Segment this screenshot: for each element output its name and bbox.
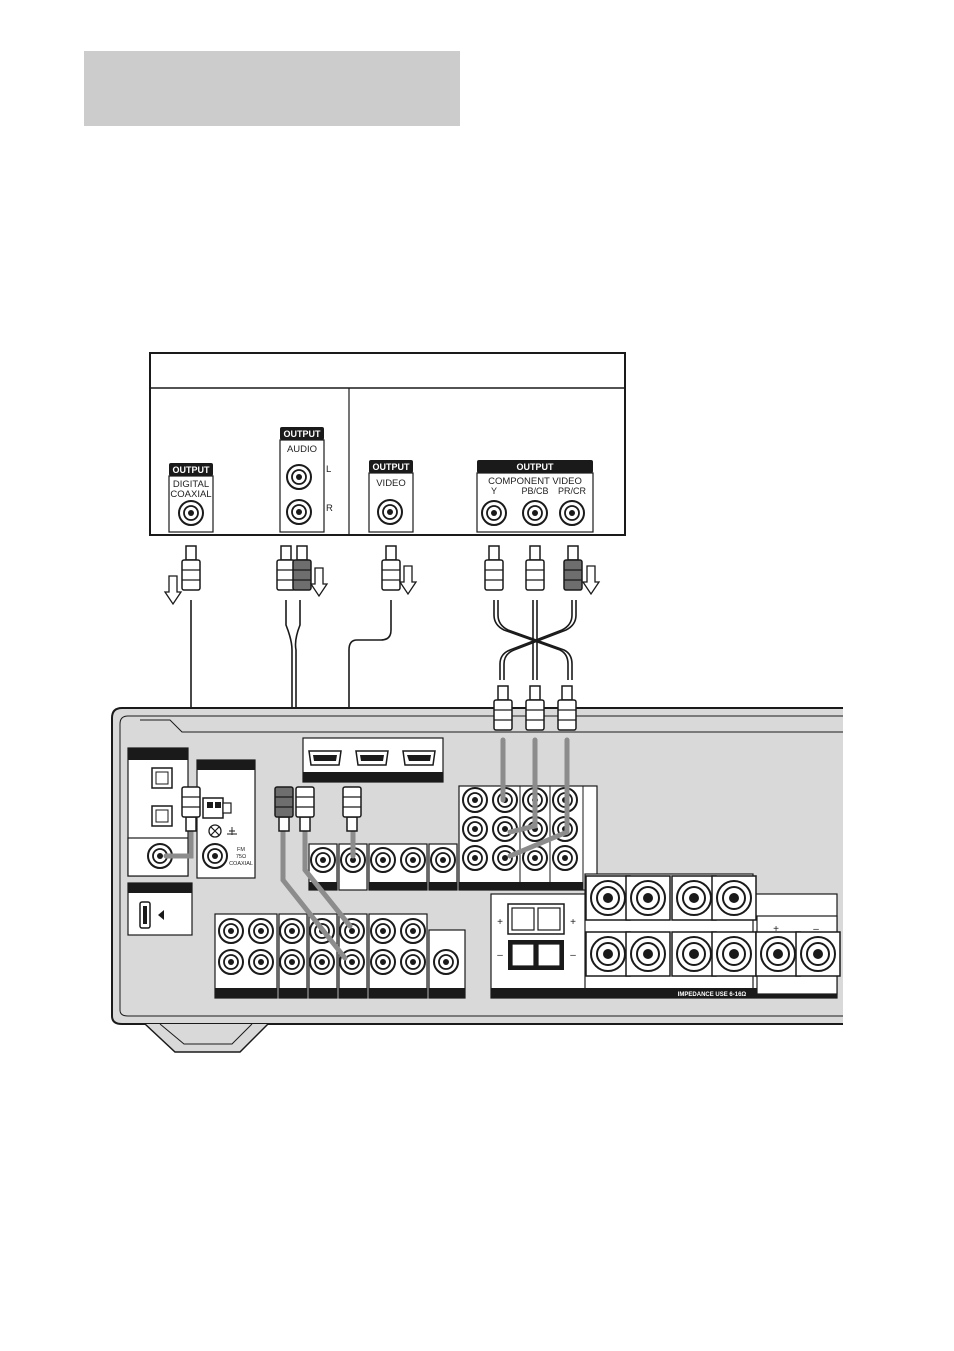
- impedance-label: IMPEDANCE USE 6-16Ω: [678, 992, 747, 998]
- plus-sign: +: [570, 917, 576, 928]
- component-y-label: Y: [491, 486, 497, 496]
- digital-plug-top: [182, 546, 200, 590]
- component-pb-jack: [523, 501, 547, 525]
- plus-sign: +: [497, 917, 503, 928]
- component-pr-label: PR/CR: [558, 486, 587, 496]
- signal-flow-arrow: [165, 576, 181, 604]
- usb-block: [128, 883, 192, 935]
- player-plugs: [165, 546, 599, 604]
- fm-antenna-jack: [203, 844, 227, 868]
- antenna-block: FM 75Ω COAXIAL: [197, 760, 255, 878]
- signal-flow-arrow: [311, 568, 327, 596]
- component-pr-jack: [560, 501, 584, 525]
- audio-output-tag: OUTPUT: [284, 429, 322, 439]
- audio-left-label: L: [326, 464, 331, 475]
- fm-label-line1: FM: [237, 847, 245, 853]
- video-plug-top: [382, 546, 400, 590]
- signal-flow-arrow: [583, 566, 599, 594]
- component-y-jack: [482, 501, 506, 525]
- video-label: VIDEO: [376, 478, 406, 489]
- audio-input-blocks: [215, 914, 465, 998]
- digital-coaxial-jack: [179, 501, 203, 525]
- digital-output-tag: OUTPUT: [173, 465, 211, 475]
- component-y-plug-top: [485, 546, 503, 590]
- hdmi-block: [303, 738, 443, 782]
- minus-sign: –: [813, 924, 819, 935]
- component-pb-plug-top: [526, 546, 544, 590]
- component-pr-plug-top: [564, 546, 582, 590]
- receiver-audio-left-jack: [340, 919, 364, 943]
- receiver-component-block: [459, 786, 597, 890]
- component-video-output: OUTPUT COMPONENT VIDEO Y PB/CB PR/CR: [477, 460, 593, 532]
- plus-sign: +: [773, 924, 779, 935]
- component-pb-label: PB/CB: [521, 486, 548, 496]
- audio-right-jack: [287, 500, 311, 524]
- minus-sign: –: [497, 950, 503, 961]
- component-output-tag: OUTPUT: [517, 462, 555, 472]
- signal-flow-arrow: [400, 566, 416, 594]
- video-input-blocks: [309, 844, 457, 890]
- audio-left-jack: [287, 465, 311, 489]
- audio-right-plug-top: [293, 546, 311, 590]
- fm-label-line2: 75Ω: [236, 854, 246, 860]
- video-output: OUTPUT VIDEO: [369, 460, 413, 532]
- video-output-tag: OUTPUT: [373, 462, 411, 472]
- minus-sign: –: [570, 950, 576, 961]
- component-y-plug-bottom: [494, 686, 512, 730]
- audio-right-label: R: [326, 503, 333, 514]
- fm-label-line3: COAXIAL: [229, 861, 253, 867]
- component-pb-plug-bottom: [526, 686, 544, 730]
- digital-label-line2: COAXIAL: [170, 489, 211, 500]
- audio-label: AUDIO: [287, 444, 317, 455]
- digital-coaxial-output: OUTPUT DIGITAL COAXIAL: [169, 463, 213, 532]
- video-jack: [378, 500, 402, 524]
- component-pr-plug-bottom: [558, 686, 576, 730]
